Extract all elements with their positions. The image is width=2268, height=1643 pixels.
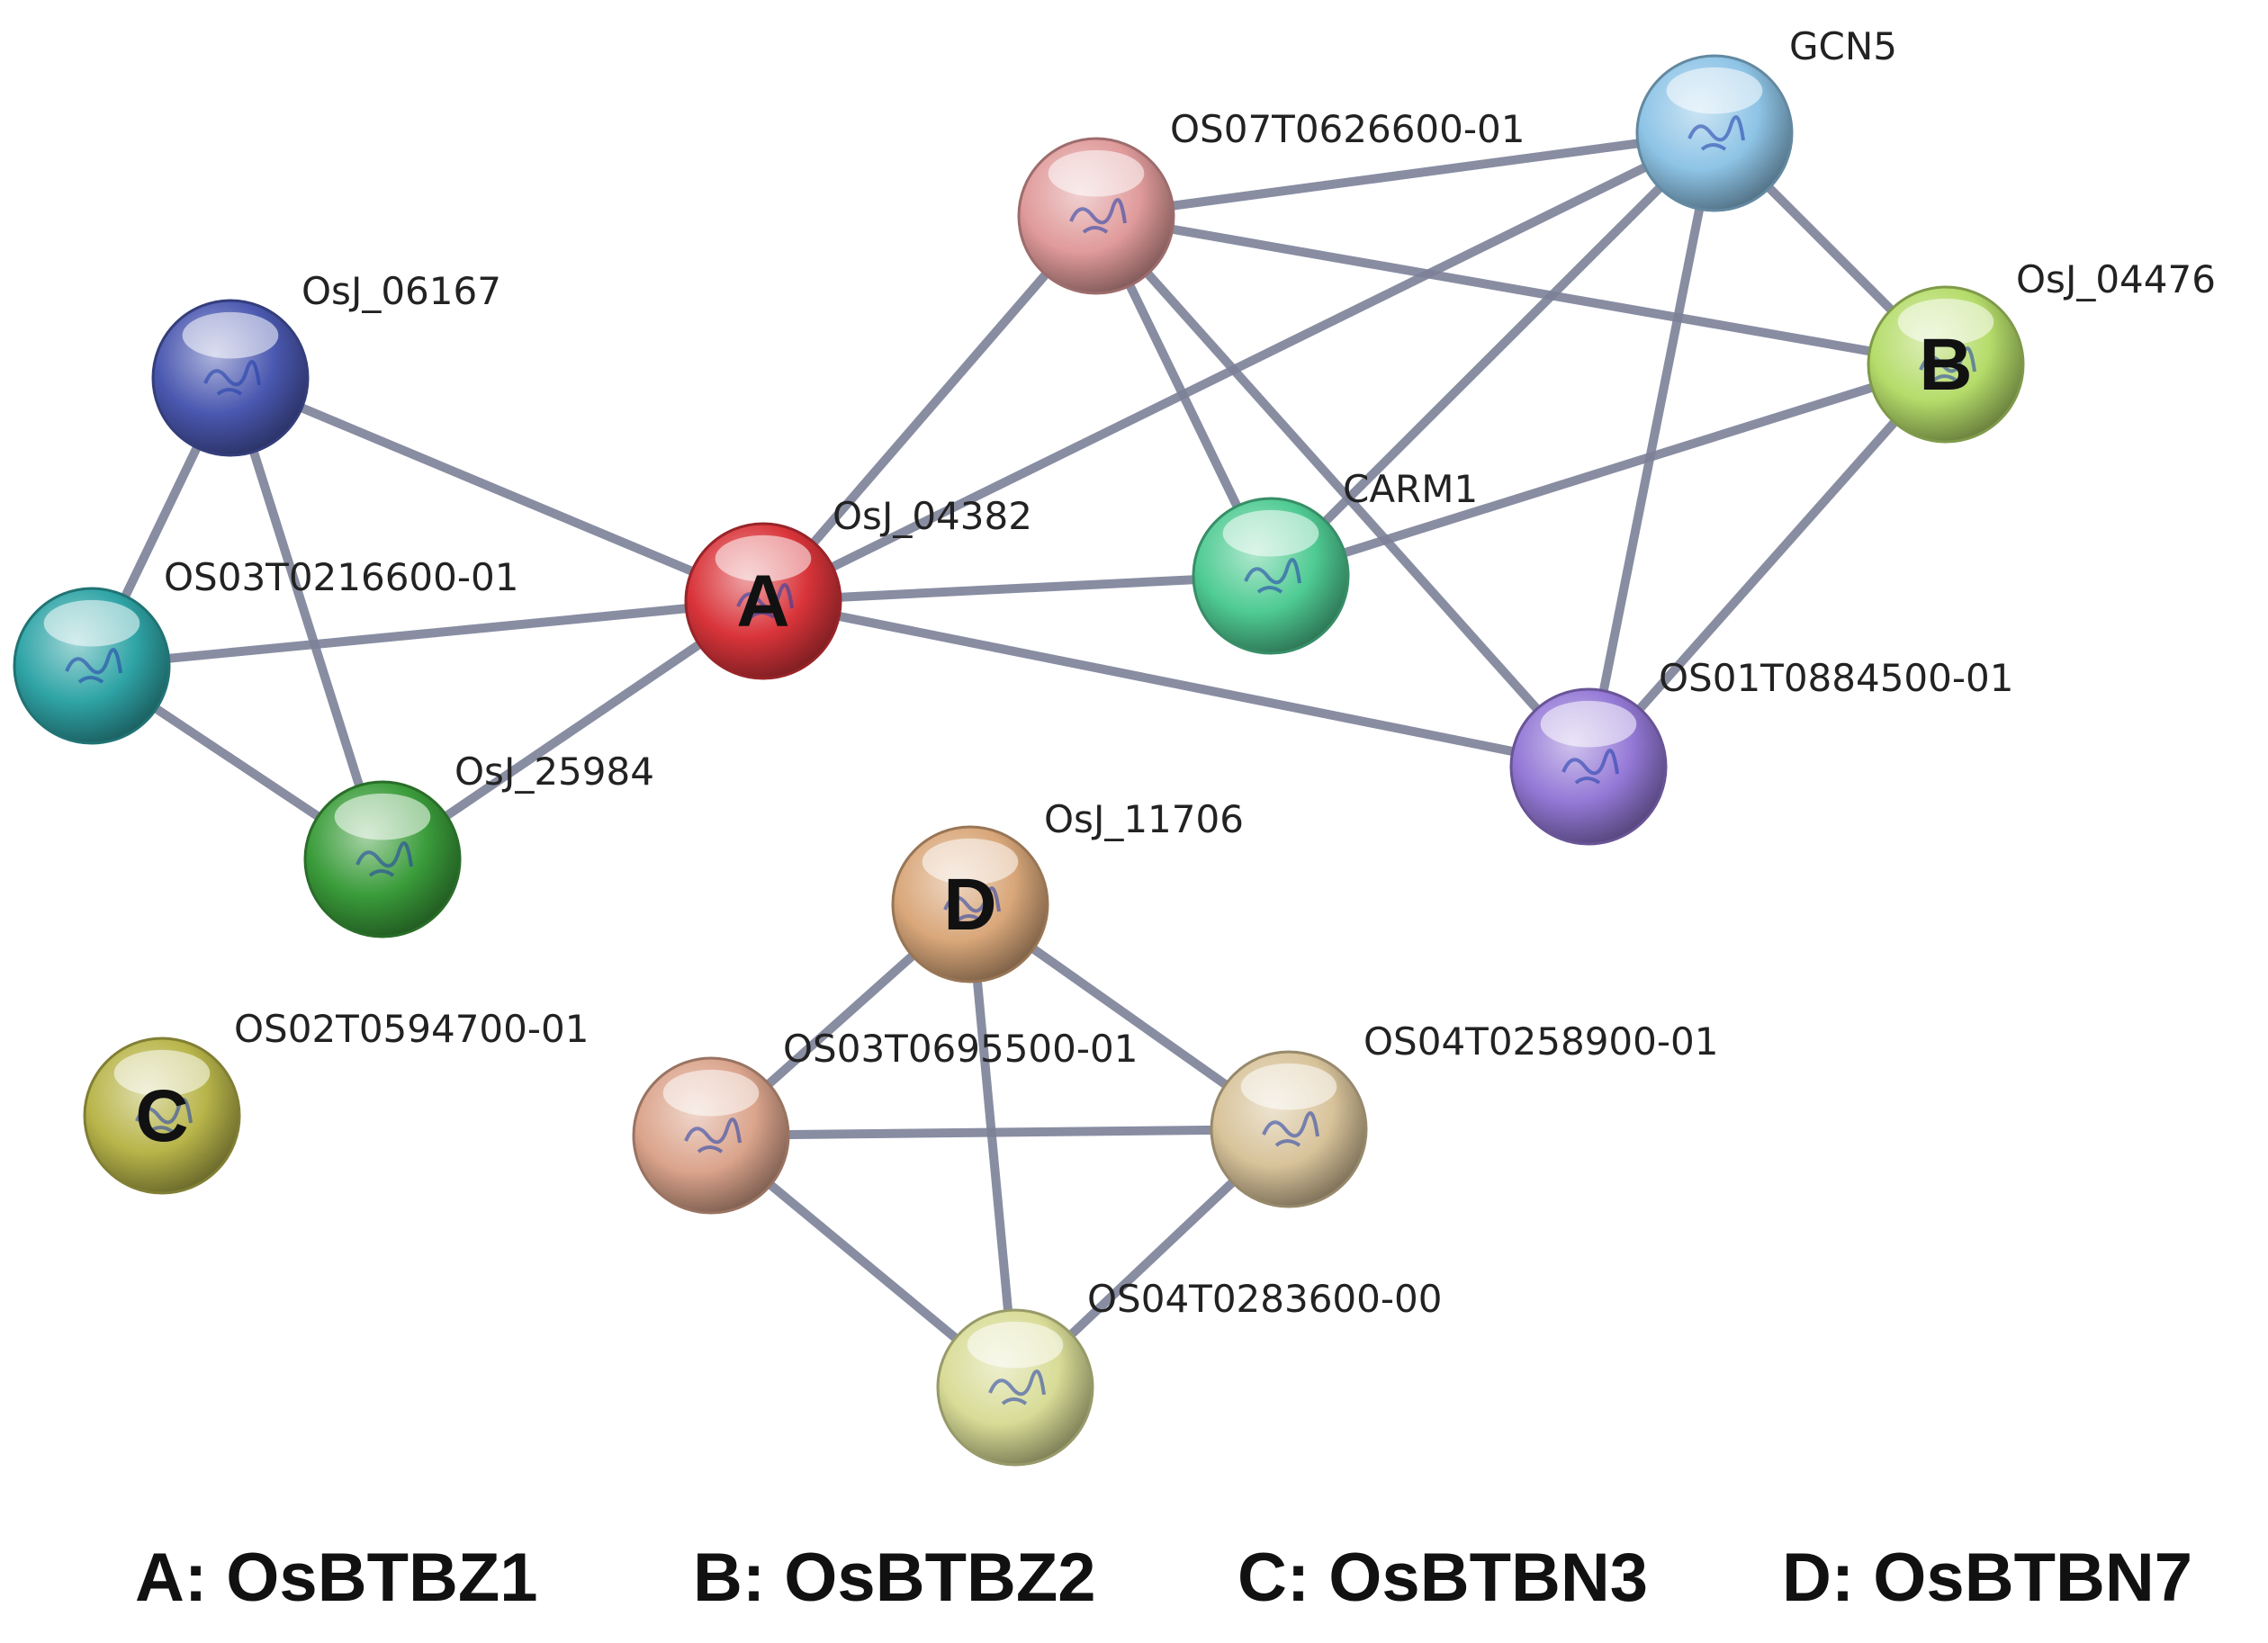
protein-structure-icon	[1919, 346, 1976, 382]
node-os04t0283600-00[interactable]: OS04T0283600-00	[936, 1277, 1442, 1467]
protein-structure-icon	[1688, 115, 1745, 151]
node-b[interactable]: B OsJ_04476	[1867, 257, 2216, 444]
node-highlight	[334, 793, 431, 840]
node-os01t0884500-01[interactable]: OS01T0884500-01	[1509, 656, 2013, 846]
edge-a-osj-06167	[226, 373, 768, 606]
edge-a-gcn5	[759, 129, 1719, 606]
protein-structure-icon	[135, 1098, 193, 1134]
edge-os03t0695500-01-os04t0258900-01	[706, 1125, 1293, 1140]
edge-d-os04t0283600-00	[966, 900, 1020, 1392]
node-label: OsJ_04382	[832, 494, 1032, 538]
protein-structure-icon	[736, 583, 794, 619]
node-highlight	[1897, 298, 1994, 346]
node-os03t0216600-01[interactable]: OS03T0216600-01	[13, 555, 518, 745]
node-os07t0626600-01[interactable]: OS07T0626600-01	[1017, 107, 1525, 295]
protein-structure-icon	[65, 648, 122, 684]
legend-item-a: A: OsBTBZ1	[135, 1540, 538, 1616]
edge-osj-06167-osj-25984	[226, 373, 387, 864]
node-highlight	[662, 1069, 760, 1117]
node-d[interactable]: D OsJ_11706	[891, 797, 1244, 983]
node-highlight	[1540, 700, 1637, 748]
node-carm1[interactable]: CARM1	[1192, 467, 1478, 655]
edge-b-os01t0884500-01	[1584, 360, 1950, 771]
node-highlight	[715, 534, 812, 582]
protein-structure-icon	[356, 841, 413, 877]
node-a[interactable]: A OsJ_04382	[684, 494, 1032, 680]
node-highlight	[113, 1049, 211, 1097]
node-label: OsJ_04476	[2016, 257, 2216, 301]
protein-structure-icon	[943, 886, 1001, 922]
edge-carm1-b	[1266, 360, 1950, 580]
node-label: OS03T0695500-01	[783, 1027, 1138, 1071]
node-highlight	[1240, 1063, 1337, 1110]
edge-gcn5-carm1	[1266, 129, 1719, 580]
node-highlight	[922, 838, 1019, 885]
node-label: OS03T0216600-01	[164, 555, 518, 599]
edge-os07t0626600-01-b	[1092, 211, 1950, 369]
node-label: OsJ_25984	[454, 750, 654, 794]
node-letter: B	[1919, 324, 1972, 406]
node-osj-25984[interactable]: OsJ_25984	[303, 750, 654, 938]
edge-a-os01t0884500-01	[759, 597, 1593, 771]
protein-structure-icon	[1244, 558, 1301, 594]
node-letter: A	[736, 561, 789, 642]
node-label: GCN5	[1789, 24, 1897, 68]
edges-layer	[87, 129, 1950, 1392]
protein-structure-icon	[1562, 749, 1619, 785]
legend-item-c: C: OsBTBN3	[1238, 1540, 1649, 1616]
node-label: OsJ_06167	[302, 269, 501, 313]
node-label: OsJ_11706	[1044, 797, 1244, 841]
node-os04t0258900-01[interactable]: OS04T0258900-01	[1210, 1019, 1718, 1208]
node-letter: C	[135, 1075, 188, 1157]
node-highlight	[1222, 509, 1319, 557]
node-c[interactable]: C OS02T0594700-01	[83, 1007, 589, 1195]
node-label: OS07T0626600-01	[1170, 107, 1525, 151]
node-label: OS04T0258900-01	[1364, 1019, 1718, 1064]
node-label: OS02T0594700-01	[234, 1007, 589, 1051]
legend-item-d: D: OsBTBN7	[1782, 1540, 2193, 1616]
node-highlight	[1666, 67, 1763, 114]
node-osj-06167[interactable]: OsJ_06167	[151, 269, 501, 457]
node-label: CARM1	[1343, 467, 1478, 511]
protein-structure-icon	[988, 1369, 1046, 1405]
protein-structure-icon	[1262, 1111, 1319, 1147]
edge-a-carm1	[759, 571, 1275, 606]
legend: A: OsBTBZ1 B: OsBTBZ2 C: OsBTBN3 D: OsBT…	[0, 1539, 2268, 1638]
edge-a-os07t0626600-01	[759, 211, 1101, 606]
node-label: OS01T0884500-01	[1659, 656, 2013, 700]
protein-structure-icon	[1069, 198, 1127, 234]
node-highlight	[1048, 149, 1145, 197]
node-os03t0695500-01[interactable]: OS03T0695500-01	[632, 1027, 1138, 1215]
edge-os07t0626600-01-os01t0884500-01	[1092, 211, 1593, 771]
node-label: OS04T0283600-00	[1087, 1277, 1442, 1321]
node-letter: D	[943, 864, 996, 946]
edge-gcn5-os01t0884500-01	[1584, 129, 1719, 771]
node-gcn5[interactable]: GCN5	[1635, 24, 1897, 212]
node-highlight	[967, 1321, 1064, 1369]
nodes-layer: A OsJ_04382 OsJ_06167OS03T0216600-01OsJ_25…	[13, 24, 2216, 1467]
edge-a-os03t0216600-01	[87, 597, 768, 670]
protein-structure-icon	[203, 360, 261, 396]
legend-item-b: B: OsBTBZ2	[693, 1540, 1096, 1616]
node-highlight	[182, 311, 279, 359]
edge-os07t0626600-01-gcn5	[1092, 129, 1719, 220]
protein-structure-icon	[684, 1118, 742, 1154]
node-highlight	[43, 599, 140, 647]
